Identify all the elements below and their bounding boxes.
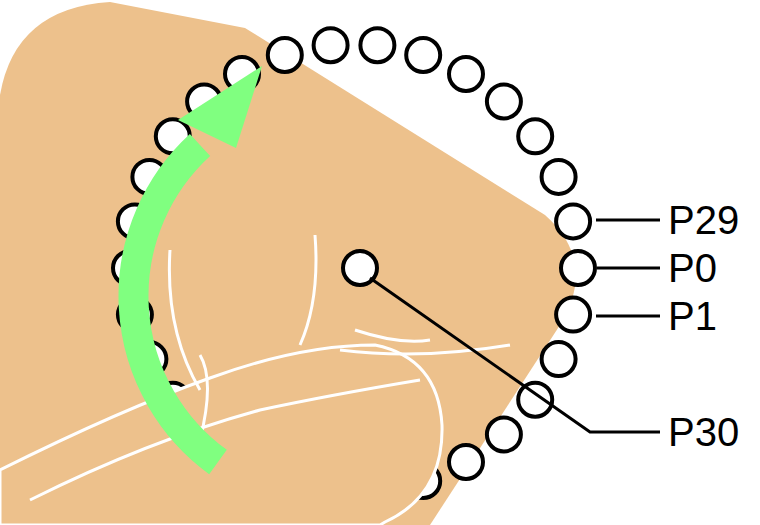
electrode (449, 57, 483, 91)
leader-line (596, 315, 660, 318)
pin-label: P29 (668, 198, 739, 242)
pin-label: P1 (668, 294, 717, 338)
leader-line (370, 278, 660, 432)
rotation-arrowhead (178, 66, 262, 148)
electrode (360, 28, 394, 62)
electrode (556, 204, 590, 238)
pin-label: P0 (668, 246, 717, 290)
skin-crease (169, 235, 510, 440)
electrode (561, 251, 595, 285)
pin-label: P30 (668, 410, 739, 454)
leader-line (596, 219, 660, 222)
electrode (487, 85, 521, 119)
electrode (518, 119, 552, 153)
electrode (406, 38, 440, 72)
thumb-crease (30, 380, 420, 500)
electrode (314, 28, 348, 62)
electrode (487, 418, 521, 452)
hand-shape (0, 2, 576, 525)
electrode (518, 383, 552, 417)
electrode (542, 160, 576, 194)
leader-line (597, 267, 660, 270)
electrode (268, 38, 302, 72)
electrode (542, 342, 576, 376)
thumb-shape (0, 345, 442, 525)
electrode (556, 298, 590, 332)
rotation-arrow (133, 145, 218, 462)
electrode (449, 445, 483, 479)
